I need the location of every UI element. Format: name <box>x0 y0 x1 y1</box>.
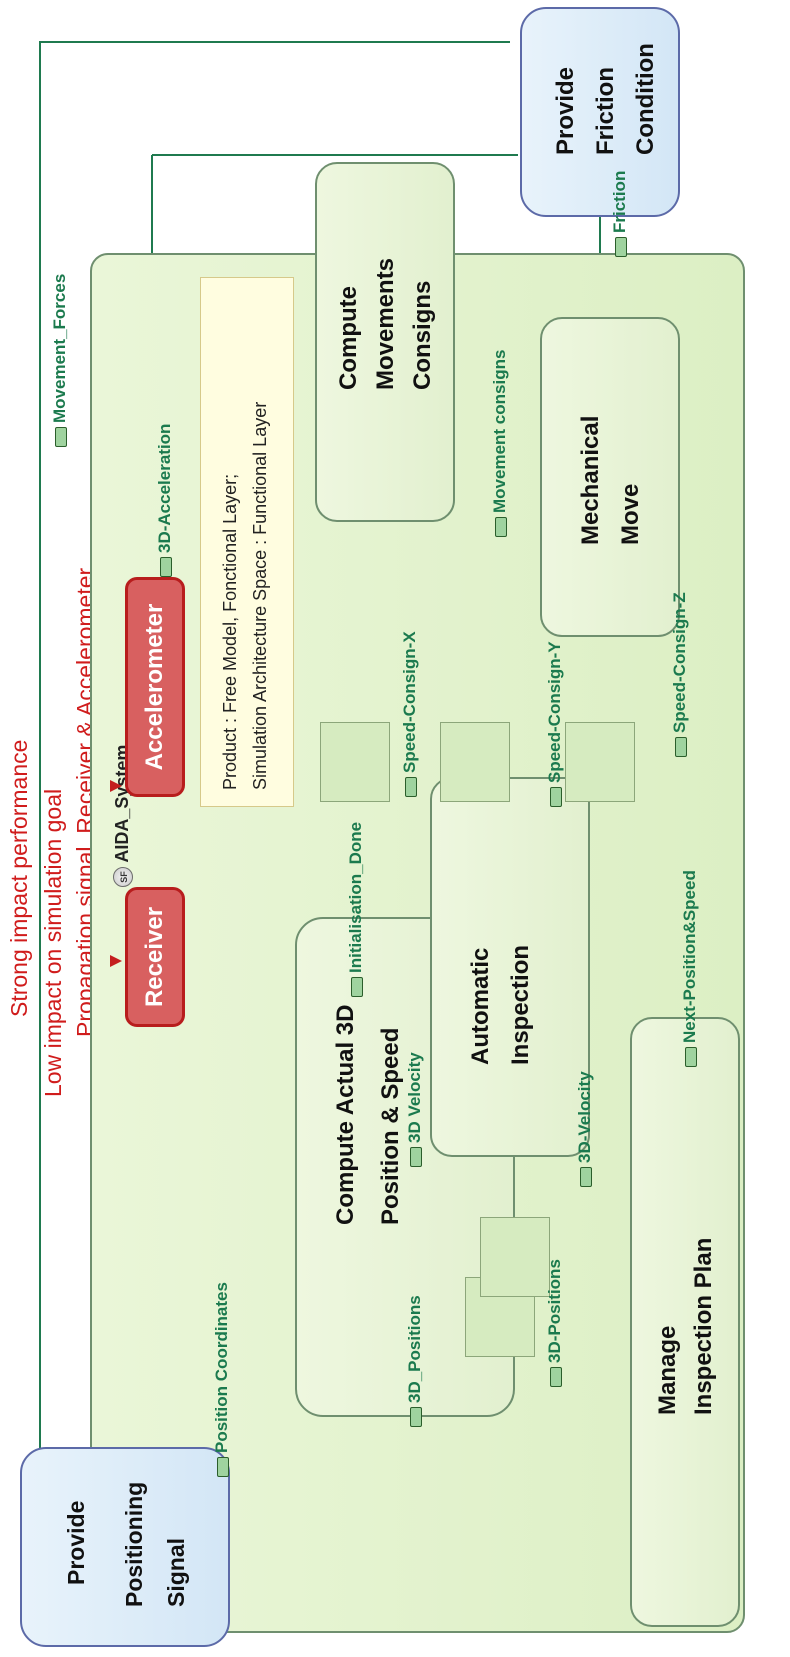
provide-positioning-signal[interactable]: Provide Positioning Signal <box>20 1447 230 1647</box>
movements-title-2: Movements <box>372 257 399 390</box>
friction-title-1: Provide <box>552 66 579 155</box>
exchange-3d-positions-out[interactable]: 3D_Positions <box>405 1295 425 1427</box>
exchange-movement-consigns[interactable]: Movement consigns <box>490 350 510 537</box>
exchange-icon <box>579 1167 592 1187</box>
risk-note-simulation-goal: Low impact on simulation goal <box>40 788 66 1097</box>
exchange-icon <box>409 1407 422 1427</box>
positioning-title-2: Positioning <box>121 1481 147 1607</box>
switch-z[interactable] <box>565 722 635 802</box>
exchange-icon <box>350 977 363 997</box>
exchange-icon <box>614 237 627 257</box>
movements-title-3: Consigns <box>409 280 436 390</box>
friction-title-2: Friction <box>592 67 619 155</box>
exchange-position-coordinates[interactable]: Position Coordinates <box>212 1282 232 1477</box>
accelerometer-highlight[interactable]: Accelerometer <box>125 577 185 797</box>
layer-note: Product : Free Model, Fonctional Layer; … <box>200 277 294 807</box>
mechanical-title-1: Mechanical <box>577 415 604 545</box>
accelerometer-arrow-icon <box>110 780 122 792</box>
manage-inspection-plan[interactable]: Manage Inspection Plan <box>630 1017 740 1627</box>
exchange-icon <box>404 777 417 797</box>
exchange-icon <box>54 427 67 447</box>
exchange-3d-velocity-in[interactable]: 3D-Velocity <box>575 1071 595 1187</box>
exchange-label: Speed-Consign-Y <box>545 641 564 783</box>
exchange-next-position-speed[interactable]: Next-Position&Speed <box>680 870 700 1067</box>
exchange-initialisation-done[interactable]: Initialisation_Done <box>346 822 366 997</box>
note-line-1: Product : Free Model, Fonctional Layer; <box>220 473 240 790</box>
exchange-icon <box>674 737 687 757</box>
exchange-label: 3D_Positions <box>405 1295 424 1403</box>
exchange-label: Speed-Consign-Z <box>670 592 689 733</box>
exchange-label: 3D-Acceleration <box>155 423 174 553</box>
receiver-highlight[interactable]: Receiver <box>125 887 185 1027</box>
exchange-label: Movement_Forces <box>50 273 69 423</box>
note-line-2: Simulation Architecture Space : Function… <box>250 401 270 790</box>
exchange-speed-consign-z[interactable]: Speed-Consign-Z <box>670 592 690 757</box>
exchange-icon <box>159 557 172 577</box>
mechanical-title-2: Move <box>617 483 644 545</box>
movements-title-1: Compute <box>335 286 362 390</box>
friction-title-3: Condition <box>632 43 659 155</box>
mechanical-move[interactable]: Mechanical Move <box>540 317 680 637</box>
merge-velocity[interactable] <box>480 1217 550 1297</box>
positioning-title-3: Signal <box>163 1537 189 1607</box>
exchange-icon <box>494 517 507 537</box>
exchange-label: Friction <box>610 170 629 233</box>
exchange-speed-consign-x[interactable]: Speed-Consign-X <box>400 631 420 797</box>
exchange-speed-consign-y[interactable]: Speed-Consign-Y <box>545 641 565 807</box>
exchange-3d-positions-in[interactable]: 3D-Positions <box>545 1259 565 1387</box>
exchange-icon <box>216 1457 229 1477</box>
exchange-icon <box>549 787 562 807</box>
exchange-label: Speed-Consign-X <box>400 631 419 773</box>
switch-y[interactable] <box>440 722 510 802</box>
exchange-label: Movement consigns <box>490 349 509 513</box>
exchange-label: Next-Position&Speed <box>680 870 699 1043</box>
exchange-icon <box>549 1367 562 1387</box>
risk-note-performance: Strong impact performance <box>6 739 32 1017</box>
exchange-label: Position Coordinates <box>212 1282 231 1453</box>
sf-badge-icon: SF <box>113 867 134 887</box>
exchange-icon <box>409 1147 422 1167</box>
exchange-label: 3D Velocity <box>405 1052 424 1143</box>
exchange-3d-velocity-out[interactable]: 3D Velocity <box>405 1052 425 1167</box>
exchange-3d-acceleration[interactable]: 3D-Acceleration <box>155 424 175 577</box>
exchange-label: 3D-Positions <box>545 1259 564 1363</box>
automatic-inspection-title-2: Inspection <box>507 944 534 1065</box>
exchange-movement-forces[interactable]: Movement_Forces <box>50 274 70 447</box>
compute-position-title-2: Position & Speed <box>377 1027 404 1225</box>
compute-position-title-1: Compute Actual 3D <box>332 1004 359 1225</box>
automatic-inspection-title-1: Automatic <box>467 947 494 1065</box>
exchange-label: Initialisation_Done <box>346 821 365 973</box>
compute-movements-consigns[interactable]: Compute Movements Consigns <box>315 162 455 522</box>
receiver-arrow-icon <box>110 955 122 967</box>
manage-title-1: Manage <box>654 1325 681 1415</box>
automatic-inspection[interactable]: Automatic Inspection <box>430 777 590 1157</box>
provide-friction-condition[interactable]: Provide Friction Condition <box>520 7 680 217</box>
manage-title-2: Inspection Plan <box>690 1237 717 1415</box>
exchange-friction[interactable]: Friction <box>610 171 630 257</box>
switch-x[interactable] <box>320 722 390 802</box>
exchange-icon <box>684 1047 697 1067</box>
positioning-title-1: Provide <box>63 1500 89 1585</box>
exchange-label: 3D-Velocity <box>575 1071 594 1163</box>
